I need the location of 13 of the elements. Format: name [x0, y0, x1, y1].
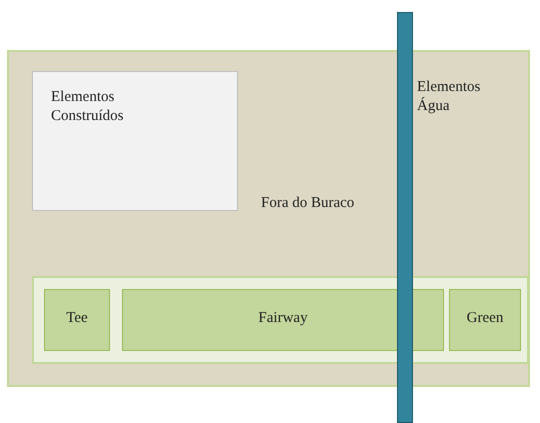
- area-label: Tee: [65, 309, 89, 328]
- area-label: Elementos Construídos: [51, 88, 125, 126]
- area-label: Fora do Buraco: [261, 194, 356, 213]
- area-label: Green: [466, 309, 504, 328]
- area-box: [44, 289, 110, 351]
- area-box: [32, 71, 238, 211]
- water-bar: [397, 12, 413, 423]
- course-area-background: [7, 50, 530, 387]
- area-label: Fairway: [257, 309, 309, 328]
- area-box: [449, 289, 521, 351]
- hole-band: [32, 276, 529, 364]
- area-label: Elementos Água: [417, 78, 482, 116]
- area-box: [122, 289, 444, 351]
